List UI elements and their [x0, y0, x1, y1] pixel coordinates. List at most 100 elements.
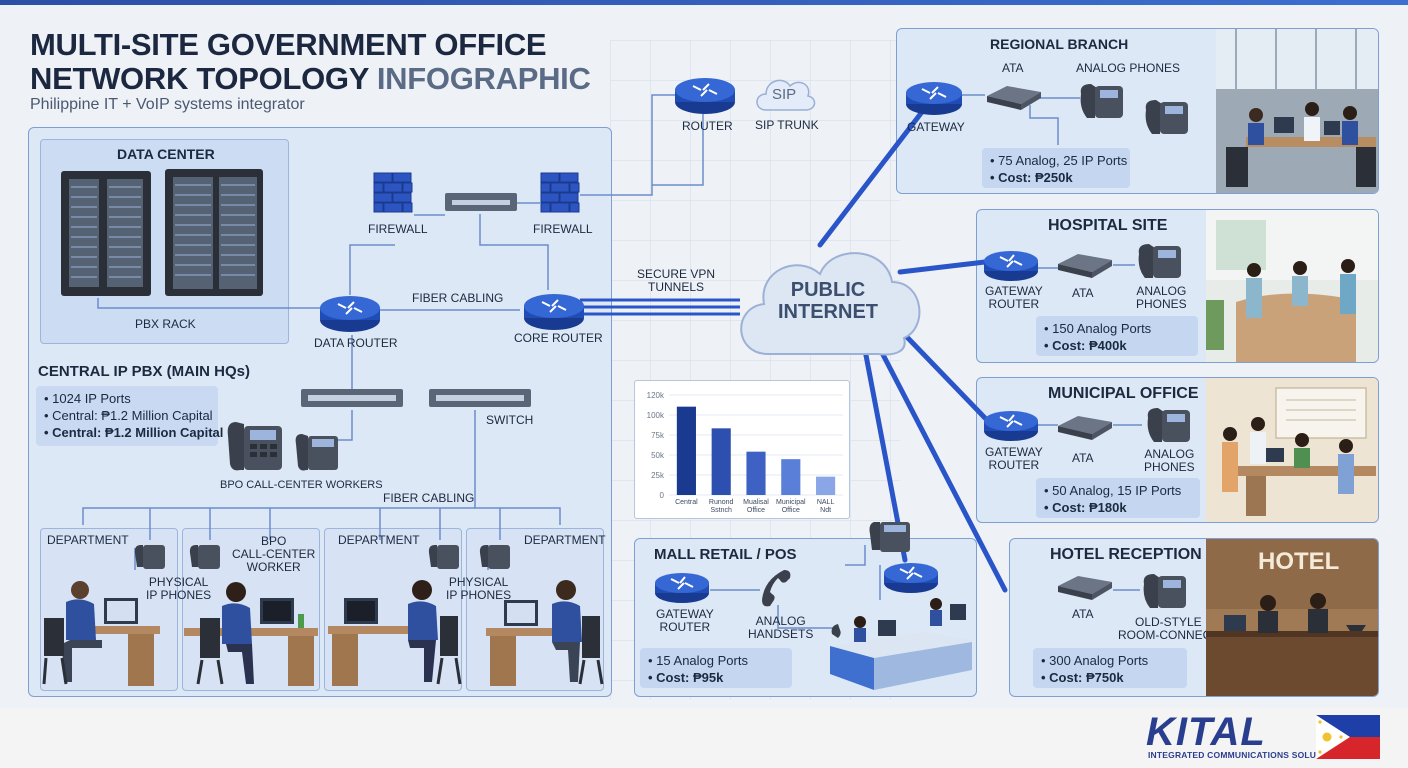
- chart-category-label: Sstnch: [710, 507, 732, 514]
- brand-logo: KITAL: [1146, 710, 1266, 754]
- ip-phone-icon: [295, 434, 338, 471]
- router-icon: [906, 82, 962, 115]
- mall-ports: • 15 Analog Ports: [648, 653, 748, 668]
- hotel-photo: [1206, 539, 1378, 696]
- chart-category-label: Mualisal: [743, 499, 769, 506]
- chart-category-label: Runond: [709, 499, 734, 506]
- brand-tagline: INTEGRATED COMMUNICATIONS SOLUTIONS: [1148, 750, 1344, 760]
- hospital-ata-label: ATA: [1072, 286, 1094, 300]
- central-pbx-capital-1: • Central: ₱1.2 Million Capital: [44, 408, 213, 423]
- chart-bar: [746, 451, 766, 495]
- hotel-title: HOTEL RECEPTION: [1050, 546, 1202, 563]
- ata-device-icon: [1058, 254, 1112, 278]
- municipal-info: • 50 Analog, 15 IP Ports • Cost: ₱180k: [1036, 478, 1200, 518]
- regional-branch-title: REGIONAL BRANCH: [990, 36, 1129, 52]
- central-pbx-info: • 1024 IP Ports • Central: ₱1.2 Million …: [36, 386, 224, 446]
- regional-ports: • 75 Analog, 25 IP Ports: [990, 153, 1128, 168]
- municipal-cost: • Cost: ₱180k: [1044, 500, 1127, 515]
- ip-phone-icon: [428, 545, 459, 569]
- switch-label: SWITCH: [486, 413, 534, 427]
- router-icon: [884, 563, 938, 593]
- ip-phone-icon: [479, 545, 510, 569]
- chart-category-label: NALL: [817, 499, 835, 506]
- chart-ytick-label: 0: [660, 491, 665, 500]
- analog-phone-icon: [1145, 100, 1188, 134]
- chart-ytick-label: 25k: [651, 471, 665, 480]
- router-label: ROUTER: [682, 119, 733, 133]
- hotel-sign: HOTEL: [1258, 548, 1340, 575]
- footer-bar: [0, 708, 1408, 768]
- server-rack-icon: [61, 169, 263, 296]
- hotel-ata-label: ATA: [1072, 607, 1094, 621]
- hotel-ports: • 300 Analog Ports: [1041, 653, 1149, 668]
- retail-counter-illustration: [830, 598, 972, 690]
- central-pbx-capital-2: • Central: ₱1.2 Million Capital: [44, 425, 224, 440]
- top-accent-bar: [0, 0, 1408, 5]
- chart-category-label: Municipal: [776, 499, 806, 506]
- chart-ytick-label: 50k: [651, 451, 665, 460]
- sip-cloud-icon: [756, 79, 816, 111]
- mall-cost: • Cost: ₱95k: [648, 670, 724, 685]
- network-switch-icon: [445, 193, 517, 211]
- ip-phone-icon: [227, 422, 282, 471]
- bpo-worker-label: BPO CALL-CENTER WORKER: [232, 534, 316, 574]
- hotel-cost: • Cost: ₱750k: [1041, 670, 1124, 685]
- chart-category-label: Ndt: [820, 507, 831, 514]
- municipal-ports: • 50 Analog, 15 IP Ports: [1044, 483, 1182, 498]
- hospital-ports: • 150 Analog Ports: [1044, 321, 1152, 336]
- ip-phone-icon: [189, 545, 220, 569]
- regional-analog-phones-label: ANALOG PHONES: [1076, 61, 1181, 75]
- hospital-photo: [1206, 210, 1378, 362]
- chart-bar: [781, 459, 801, 495]
- mall-handsets-label: ANALOG HANDSETS: [748, 614, 814, 641]
- analog-phone-icon: [1138, 244, 1181, 278]
- regional-info: • 75 Analog, 25 IP Ports • Cost: ₱250k: [982, 148, 1130, 188]
- central-pbx-ports: • 1024 IP Ports: [44, 391, 131, 406]
- router-icon: [984, 411, 1038, 441]
- regional-cost: • Cost: ₱250k: [990, 170, 1073, 185]
- department-2-label: DEPARTMENT: [338, 533, 420, 547]
- hotel-info: • 300 Analog Ports • Cost: ₱750k: [1033, 648, 1187, 688]
- fiber-cabling-bottom-label: FIBER CABLING: [383, 491, 475, 505]
- regional-ata-label: ATA: [1002, 61, 1024, 75]
- page-title: MULTI-SITE GOVERNMENT OFFICE NETWORK TOP…: [30, 28, 591, 96]
- regional-gateway-label: GATEWAY: [907, 120, 965, 134]
- core-router-label: CORE ROUTER: [514, 331, 603, 345]
- router-icon: [320, 296, 380, 332]
- chart-ytick-label: 100k: [647, 411, 665, 420]
- analog-phone-icon: [1080, 84, 1123, 118]
- ata-device-icon: [1058, 576, 1112, 600]
- hospital-gateway-label: GATEWAY ROUTER: [985, 284, 1043, 311]
- ata-device-icon: [987, 86, 1041, 110]
- title-accent: INFOGRAPHIC: [376, 61, 591, 96]
- mall-gateway-label: GATEWAY ROUTER: [656, 607, 714, 634]
- analog-phone-icon: [1143, 574, 1186, 608]
- pbx-rack-label: PBX RACK: [135, 317, 196, 331]
- call-center-worker-illustration: [184, 582, 318, 686]
- physical-ip-phones-1-label: PHYSICAL IP PHONES: [146, 575, 212, 602]
- chart-category-label: Office: [747, 507, 765, 514]
- router-icon: [984, 251, 1038, 281]
- bpo-workers-label: BPO CALL-CENTER WORKERS: [220, 479, 383, 491]
- data-router-label: DATA ROUTER: [314, 336, 398, 350]
- chart-category-label: Central: [675, 499, 698, 506]
- title-line-1: MULTI-SITE GOVERNMENT OFFICE: [30, 27, 547, 62]
- page-subtitle: Philippine IT + VoIP systems integrator: [30, 96, 305, 113]
- hospital-phones-label: ANALOG PHONES: [1136, 284, 1187, 311]
- ip-phone-icon: [134, 545, 165, 569]
- data-center-title: DATA CENTER: [117, 146, 215, 162]
- department-1-label: DEPARTMENT: [47, 533, 129, 547]
- sip-cloud-text: SIP: [772, 86, 797, 103]
- mall-info: • 15 Analog Ports • Cost: ₱95k: [640, 648, 792, 688]
- municipal-gateway-label: GATEWAY ROUTER: [985, 445, 1043, 472]
- firewall-icon: [540, 172, 580, 213]
- firewall-right-label: FIREWALL: [533, 222, 593, 236]
- hotel-phones-label: OLD-STYLE ROOM-CONNECT: [1118, 615, 1219, 642]
- public-internet-cloud-icon: [740, 252, 921, 356]
- mall-title: MALL RETAIL / POS: [654, 546, 797, 563]
- sip-trunk-label: SIP TRUNK: [755, 118, 819, 132]
- title-line-2: NETWORK TOPOLOGY: [30, 61, 369, 96]
- office-photo: [1216, 29, 1378, 193]
- department-3-label: DEPARTMENT: [524, 533, 606, 547]
